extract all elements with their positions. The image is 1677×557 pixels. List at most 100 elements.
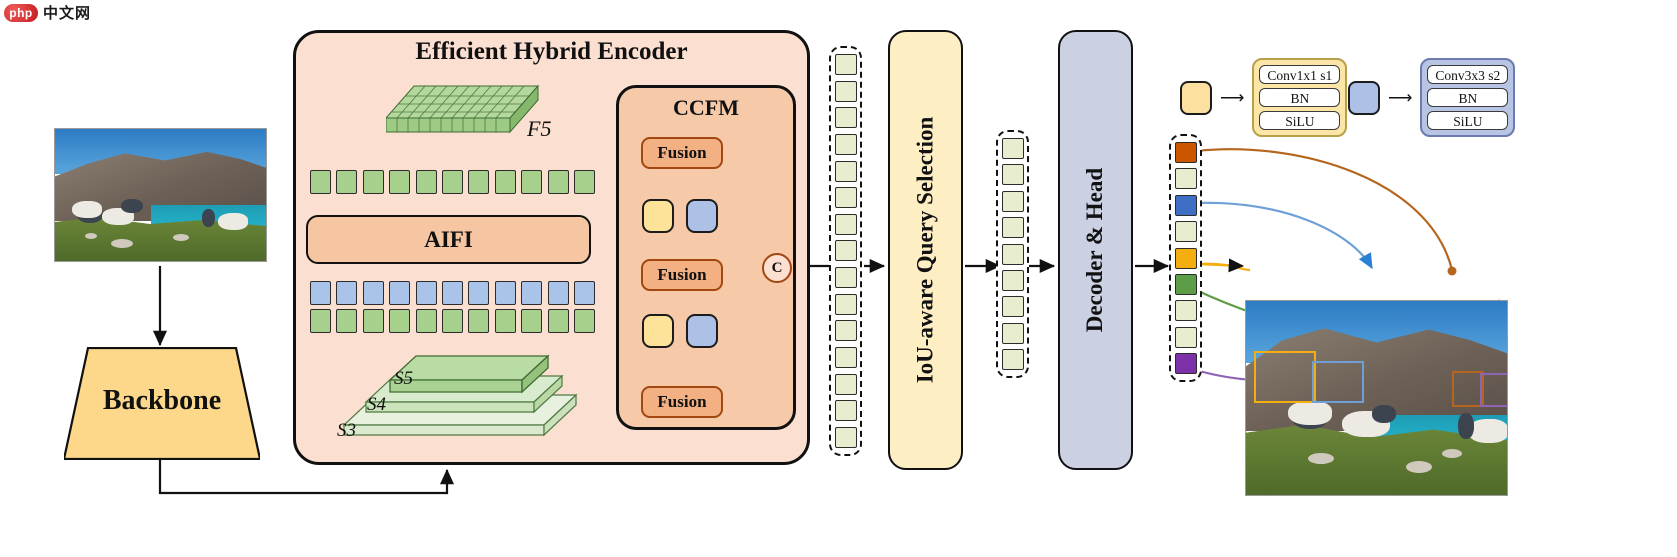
encoder-output-token — [834, 54, 857, 75]
conv3x3-block-lower[interactable] — [686, 314, 718, 348]
prediction-token — [1174, 194, 1197, 216]
ccfm-title: CCFM — [673, 95, 739, 120]
legend-row-silu-blue: SiLU — [1427, 111, 1509, 130]
encoder-token-green-out — [441, 170, 463, 194]
legend-arrow-icon: ⟶ — [1220, 88, 1245, 107]
encoder-token-green-in — [573, 309, 595, 333]
encoder-output-token — [834, 347, 857, 369]
prediction-token — [1174, 273, 1197, 295]
legend-yellow-group: ⟶ Conv1x1 s1 BN SiLU — [1180, 58, 1348, 137]
encoder-output-token — [834, 426, 857, 448]
encoder-output-token — [834, 320, 857, 342]
input-image — [54, 128, 267, 262]
encoder-token-green-out — [573, 170, 595, 194]
decoder-label: Decoder & Head — [1082, 167, 1108, 333]
legend-row-bn-blue: BN — [1427, 88, 1509, 107]
pyramid-shape — [342, 354, 578, 437]
encoder-token-blue — [310, 281, 331, 305]
out-rock-2 — [1406, 461, 1432, 473]
encoder-token-green-out — [336, 170, 358, 194]
encoder-output-token — [834, 187, 857, 209]
encoder-token-blue — [468, 281, 490, 305]
encoder-output-token — [834, 240, 857, 262]
query-token — [1001, 190, 1024, 212]
iou-aware-query-selection-block[interactable] — [888, 30, 963, 470]
query-token-column — [996, 130, 1029, 378]
rock-3 — [173, 234, 189, 241]
encoder-token-blue — [521, 281, 543, 305]
out-sheep-3 — [1468, 419, 1507, 443]
query-token — [1001, 164, 1024, 186]
encoder-token-blue — [389, 281, 411, 305]
query-token — [1001, 349, 1024, 370]
sheep-3 — [218, 213, 248, 230]
out-sheep-1 — [1288, 401, 1332, 425]
conv3x3-block-upper[interactable] — [686, 199, 718, 233]
query-token — [1001, 322, 1024, 344]
sheep-dark-3 — [202, 209, 215, 227]
watermark: php 中文网 — [4, 2, 91, 23]
aifi-block[interactable]: AIFI — [306, 215, 591, 264]
encoder-output-token — [834, 80, 857, 102]
encoder-title: Efficient Hybrid Encoder — [415, 38, 688, 65]
f5-prism — [384, 84, 540, 134]
fusion-block-bottom[interactable]: Fusion — [641, 386, 723, 418]
encoder-output-token — [834, 160, 857, 182]
legend-row-conv3x3: Conv3x3 s2 — [1427, 65, 1509, 84]
fusion-block-middle[interactable]: Fusion — [641, 259, 723, 291]
prediction-token — [1174, 168, 1197, 190]
out-rock-1 — [1308, 453, 1334, 464]
query-token — [1001, 243, 1024, 265]
legend-blue-group: ⟶ Conv3x3 s2 BN SiLU — [1348, 58, 1516, 137]
detection-box-blue — [1312, 361, 1364, 403]
legend-arrow-icon-2: ⟶ — [1388, 88, 1413, 107]
decoder-label-wrap: Decoder & Head — [1058, 30, 1133, 470]
query-token — [1001, 217, 1024, 239]
query-token — [1001, 269, 1024, 291]
conv1x1-block-lower[interactable] — [642, 314, 674, 348]
f5-label: F5 — [527, 116, 552, 141]
encoder-token-green-out — [494, 170, 516, 194]
encoder-token-green-in — [441, 309, 463, 333]
encoder-token-green-in — [468, 309, 490, 333]
out-rock-3 — [1442, 449, 1462, 458]
conv1x1-legend-box: Conv1x1 s1 BN SiLU — [1252, 58, 1348, 137]
encoder-token-green-in — [336, 309, 358, 333]
encoder-token-blue — [573, 281, 595, 305]
conv3x3-legend-box: Conv3x3 s2 BN SiLU — [1420, 58, 1516, 137]
s4-label: S4 — [367, 394, 386, 415]
php-logo-icon: php — [4, 3, 38, 22]
encoder-token-green-out — [415, 170, 437, 194]
encoder-output-token — [834, 213, 857, 235]
fusion-block-top[interactable]: Fusion — [641, 137, 723, 169]
encoder-token-blue — [415, 281, 437, 305]
encoder-token-green-in — [310, 309, 331, 333]
encoder-token-blue — [441, 281, 463, 305]
encoder-token-row-green — [310, 309, 595, 335]
detection-box-purple — [1480, 373, 1507, 407]
encoder-token-green-out — [468, 170, 490, 194]
conv1x1-block-upper[interactable] — [642, 199, 674, 233]
iou-label-wrap: IoU-aware Query Selection — [888, 30, 963, 470]
iou-label: IoU-aware Query Selection — [912, 116, 938, 384]
output-image — [1245, 300, 1508, 496]
prediction-token — [1174, 326, 1197, 348]
encoder-output-token — [834, 400, 857, 422]
decoder-head-block[interactable] — [1058, 30, 1133, 470]
out-sheep-dark-2 — [1372, 405, 1396, 423]
detection-box-orange — [1452, 371, 1484, 407]
encoder-token-green-in — [389, 309, 411, 333]
s3-label: S3 — [337, 420, 356, 441]
prediction-token — [1174, 300, 1197, 322]
encoder-token-green-out — [547, 170, 569, 194]
encoder-token-green-out — [362, 170, 384, 194]
encoder-output-token — [834, 133, 857, 155]
encoder-output-token — [834, 373, 857, 395]
encoder-token-green-in — [415, 309, 437, 333]
query-token — [1001, 138, 1024, 159]
encoder-output-token — [834, 107, 857, 129]
encoder-token-green-in — [547, 309, 569, 333]
encoder-token-row-blue — [310, 281, 595, 307]
legend-row-silu-yellow: SiLU — [1259, 111, 1341, 130]
sheep-dark-2 — [121, 199, 143, 213]
